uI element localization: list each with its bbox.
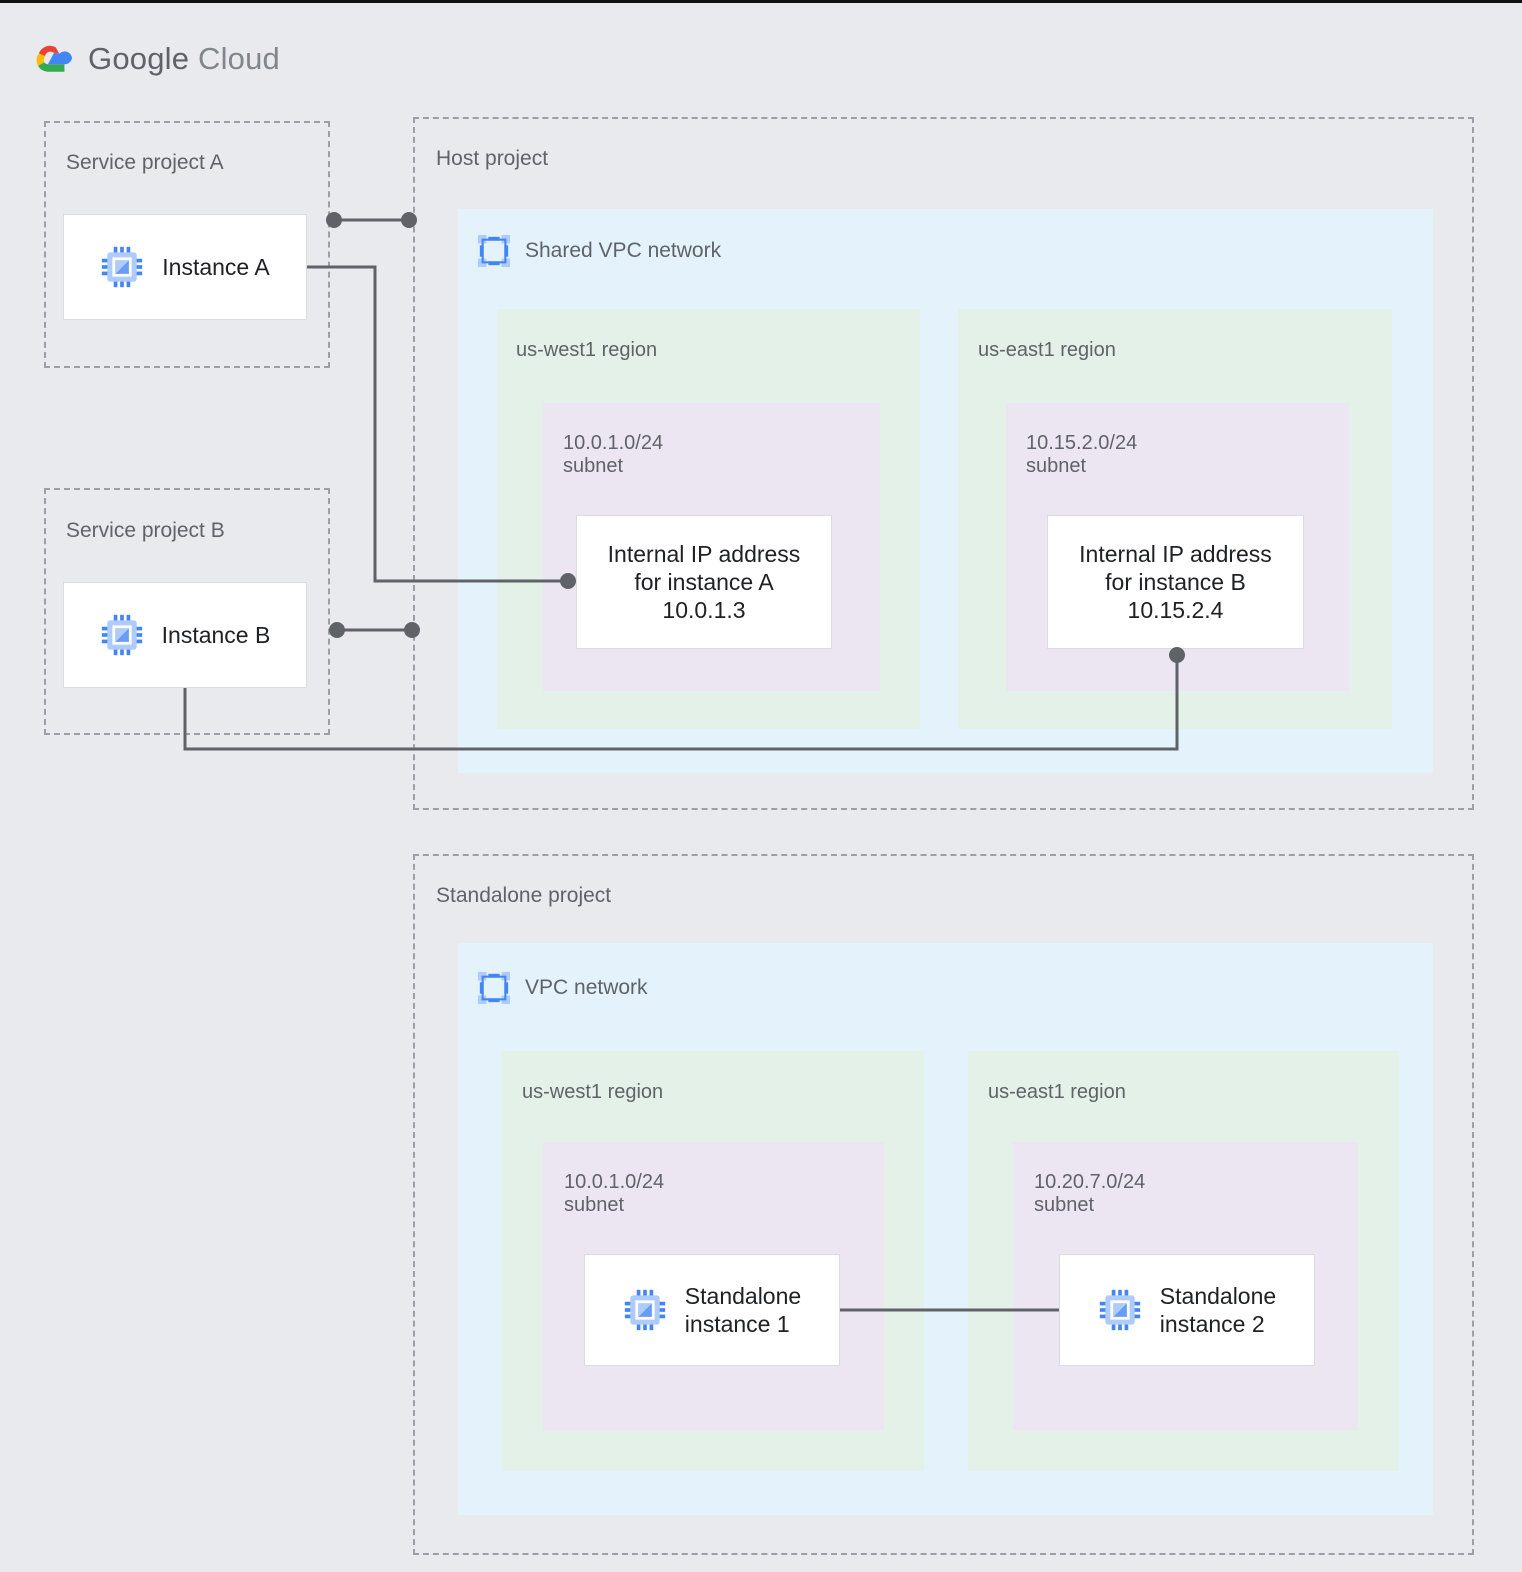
standalone-instance-2-label: Standalone instance 2 — [1159, 1282, 1277, 1337]
region-label-shared-us-west1: us-west1 region — [516, 339, 658, 361]
internal-ip-instance-b-label: Internal IP address for instance B 10.15… — [1079, 540, 1272, 624]
shared-vpc-network-label: Shared VPC network — [525, 239, 722, 262]
region-label-standalone-us-east1: us-east1 region — [988, 1081, 1126, 1103]
standalone-vpc-network-header: VPC network — [477, 971, 648, 1005]
wordmark-cloud: Cloud — [189, 41, 280, 76]
google-cloud-wordmark: Google Cloud — [88, 41, 280, 77]
region-label-shared-us-east1: us-east1 region — [978, 339, 1116, 361]
compute-instance-icon — [624, 1289, 665, 1331]
subnet-label-standalone-subnet-east: 10.20.7.0/24 subnet — [1034, 1171, 1146, 1216]
subnet-label-shared-subnet-west: 10.0.1.0/24 subnet — [563, 432, 664, 477]
compute-instance-icon — [1099, 1289, 1140, 1331]
vpc-network-icon — [477, 234, 511, 268]
standalone-vpc-network-label: VPC network — [525, 976, 648, 999]
project-frame-standalone-project — [413, 854, 1474, 1555]
internal-ip-instance-a-box[interactable]: Internal IP address for instance A 10.0.… — [576, 515, 832, 649]
compute-instance-icon — [101, 614, 142, 656]
region-label-standalone-us-west1: us-west1 region — [522, 1081, 664, 1103]
wordmark-google: Google — [88, 41, 190, 76]
internal-ip-instance-a-label: Internal IP address for instance A 10.0.… — [607, 540, 801, 624]
standalone-instance-1-label: Standalone instance 1 — [684, 1282, 802, 1337]
standalone-instance-1-box[interactable]: Standalone instance 1 — [584, 1254, 840, 1366]
project-label-standalone-project: Standalone project — [436, 884, 612, 907]
project-label-service-project-a: Service project A — [66, 151, 224, 174]
project-label-service-project-b: Service project B — [66, 519, 225, 542]
shared-vpc-network-header: Shared VPC network — [477, 234, 721, 268]
wire-dot-service-b — [329, 622, 345, 638]
google-cloud-logo: Google Cloud — [33, 41, 280, 77]
instance-a-box[interactable]: Instance A — [63, 214, 307, 320]
instance-a-label: Instance A — [162, 253, 270, 280]
project-frame-service-project-a — [44, 121, 330, 368]
compute-instance-icon — [102, 246, 143, 288]
instance-b-box[interactable]: Instance B — [63, 582, 307, 688]
project-label-host-project: Host project — [436, 147, 549, 170]
google-cloud-logo-icon — [36, 45, 72, 72]
subnet-label-standalone-subnet-west: 10.0.1.0/24 subnet — [564, 1171, 665, 1216]
standalone-instance-2-box[interactable]: Standalone instance 2 — [1059, 1254, 1315, 1366]
instance-b-label: Instance B — [161, 621, 271, 648]
internal-ip-instance-b-box[interactable]: Internal IP address for instance B 10.15… — [1047, 515, 1304, 649]
subnet-label-shared-subnet-east: 10.15.2.0/24 subnet — [1026, 432, 1138, 477]
vpc-network-icon — [477, 971, 511, 1005]
